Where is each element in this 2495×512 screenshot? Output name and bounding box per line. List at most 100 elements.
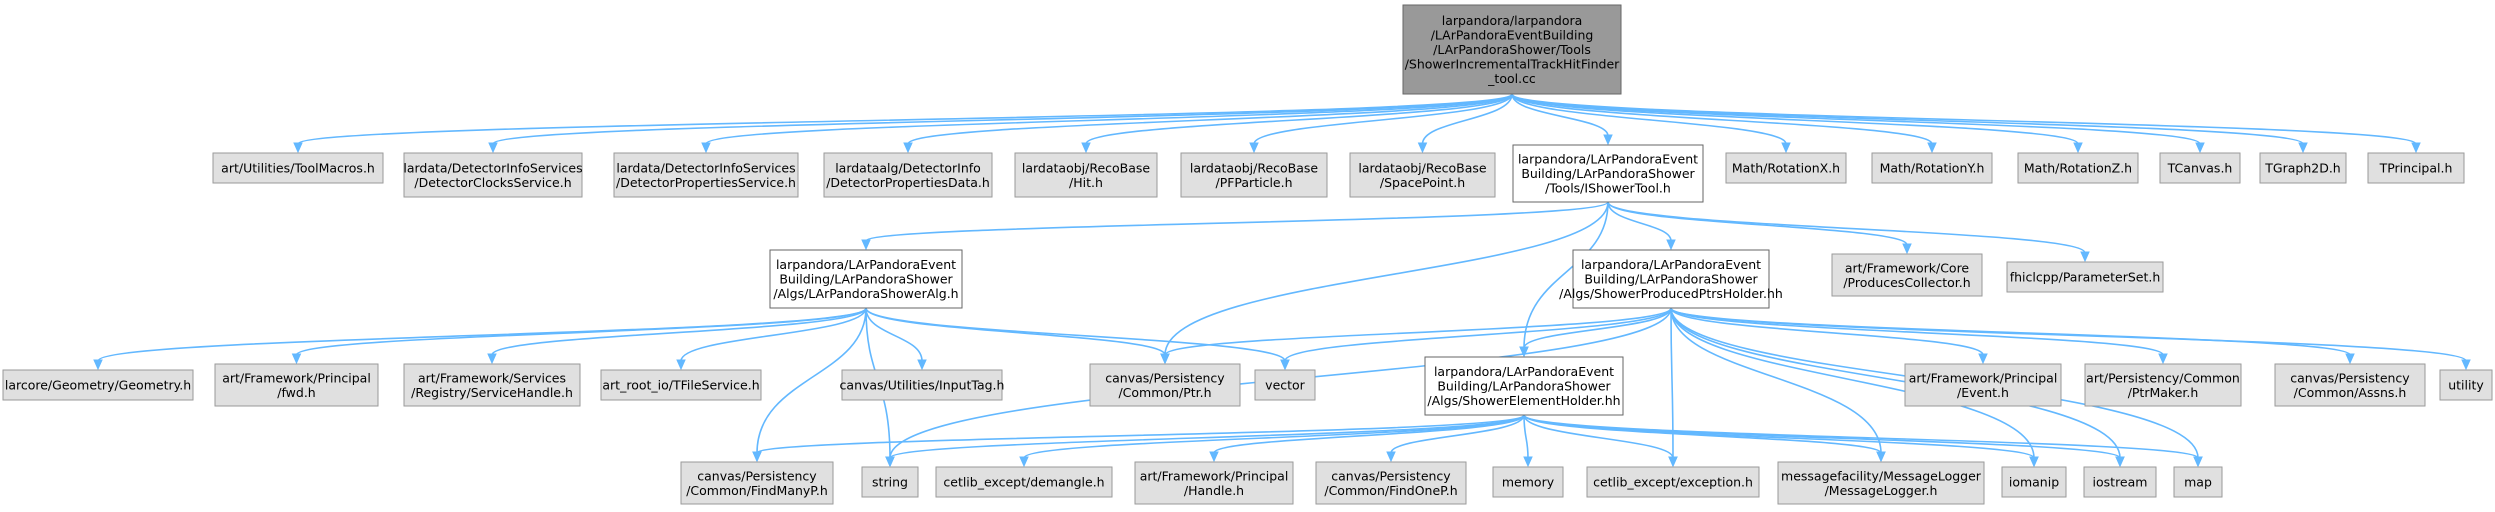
node-box [2, 369, 194, 401]
node-iostream[interactable]: iostream [2083, 466, 2157, 498]
node-vector[interactable]: vector [1254, 369, 1316, 401]
node-utility[interactable]: utility [2439, 369, 2493, 401]
node-label-line: /Algs/LArPandoraShowerAlg.h [773, 286, 958, 301]
node-label-line: /DetectorPropertiesService.h [616, 175, 796, 190]
edge-line [1523, 307, 1672, 349]
edge-n_ptrsholder-to-n_elementholder [1519, 307, 1672, 358]
node-label-line: art/Framework/Principal [222, 370, 371, 385]
edge-line [1670, 307, 2467, 362]
node-box [2274, 363, 2426, 407]
node-event[interactable]: art/Framework/Principal/Event.h [1904, 363, 2062, 407]
node-servicehandle[interactable]: art/Framework/Services/Registry/ServiceH… [403, 363, 581, 407]
arrowhead [2461, 359, 2471, 371]
edge-line [756, 414, 1525, 454]
node-label-line: Building/LArPandoraShower [1584, 272, 1758, 287]
edge-line [1213, 414, 1525, 454]
node-iomanip[interactable]: iomanip [2001, 466, 2067, 498]
node-roty[interactable]: Math/RotationY.h [1871, 152, 1993, 184]
node-label-line: art/Utilities/ToolMacros.h [221, 161, 375, 176]
edge-line [705, 93, 1513, 145]
node-box [1014, 152, 1158, 198]
edge-n_root-to-n_rotz [1511, 93, 2083, 154]
node-label-line: memory [1502, 475, 1555, 490]
node-producescollector[interactable]: art/Framework/Core/ProducesCollector.h [1831, 253, 1983, 297]
arrowhead [1978, 353, 1988, 365]
node-box [1315, 461, 1467, 505]
node-demangle[interactable]: cetlib_except/demangle.h [935, 466, 1113, 498]
node-inputtag[interactable]: canvas/Utilities/InputTag.h [840, 369, 1005, 401]
node-box [2006, 261, 2164, 293]
node-box [1777, 461, 1985, 505]
node-memory[interactable]: memory [1492, 466, 1564, 498]
node-label-line: Math/RotationY.h [1880, 161, 1985, 176]
node-label-line: /PtrMaker.h [2128, 385, 2199, 400]
node-findonep[interactable]: canvas/Persistency/Common/FindOneP.h [1315, 461, 1467, 505]
node-toolmacros[interactable]: art/Utilities/ToolMacros.h [212, 152, 384, 184]
edge-n_root-to-n_detprops [701, 93, 1513, 154]
node-label-line: lardata/DetectorInfoServices [616, 160, 795, 175]
node-label-line: /Tools/IShowerTool.h [1545, 181, 1671, 196]
edge-n_ptrsholder-to-n_ptrmaker [1670, 307, 2168, 365]
node-label-line: canvas/Persistency [2290, 370, 2410, 385]
node-map[interactable]: map [2173, 466, 2223, 498]
edge-line [1253, 93, 1513, 145]
node-messagelogger[interactable]: messagefacility/MessageLogger/MessageLog… [1777, 461, 1985, 505]
edge-line [1511, 93, 2417, 145]
arrowhead [2029, 456, 2039, 468]
edge-line [1670, 307, 1882, 454]
node-pfparticle[interactable]: lardataobj/RecoBase/PFParticle.h [1180, 152, 1328, 198]
node-geometry[interactable]: larcore/Geometry/Geometry.h [2, 369, 194, 401]
node-spacepoint[interactable]: lardataobj/RecoBase/SpacePoint.h [1349, 152, 1496, 198]
node-label-line: art/Framework/Principal [1140, 468, 1289, 483]
node-detpropsdata[interactable]: lardataalg/DetectorInfo/DetectorProperti… [823, 152, 993, 198]
edge-line [865, 307, 1286, 362]
node-string[interactable]: string [861, 466, 919, 498]
node-ptr[interactable]: canvas/Persistency/Common/Ptr.h [1089, 363, 1241, 407]
edge-line [297, 93, 1513, 145]
node-ishowertool[interactable]: larpandora/LArPandoraEventBuilding/LArPa… [1512, 144, 1704, 203]
edge-line [1607, 201, 1672, 242]
node-showeralg[interactable]: larpandora/LArPandoraEventBuilding/LArPa… [769, 249, 963, 309]
node-rotz[interactable]: Math/RotationZ.h [2017, 152, 2139, 184]
node-rotx[interactable]: Math/RotationX.h [1725, 152, 1847, 184]
node-label-line: canvas/Persistency [697, 468, 817, 483]
node-root[interactable]: larpandora/larpandora/LArPandoraEventBui… [1402, 4, 1622, 95]
node-label-line: /fwd.h [277, 385, 315, 400]
node-tgraph2d[interactable]: TGraph2D.h [2259, 152, 2347, 184]
node-fwd[interactable]: art/Framework/Principal/fwd.h [214, 363, 379, 407]
node-label-line: lardata/DetectorInfoServices [403, 160, 582, 175]
node-detprops[interactable]: lardata/DetectorInfoServices/DetectorPro… [613, 152, 799, 198]
edge-line [1421, 93, 1513, 145]
node-ptrsholder[interactable]: larpandora/LArPandoraEventBuilding/LArPa… [1559, 249, 1783, 309]
node-tcanvas[interactable]: TCanvas.h [2159, 152, 2241, 184]
node-label-line: larpandora/LArPandoraEvent [1434, 364, 1614, 379]
node-handle[interactable]: art/Framework/Principal/Handle.h [1134, 461, 1294, 505]
node-box [861, 466, 919, 498]
node-elementholder[interactable]: larpandora/LArPandoraEventBuilding/LArPa… [1424, 356, 1624, 416]
node-label-line: _tool.cc [1487, 71, 1536, 86]
node-label-line: /Algs/ShowerElementHolder.hh [1427, 393, 1620, 408]
node-exception[interactable]: cetlib_except/exception.h [1586, 466, 1760, 498]
node-tprincipal[interactable]: TPrincipal.h [2367, 152, 2465, 184]
node-hit[interactable]: lardataobj/RecoBase/Hit.h [1014, 152, 1158, 198]
node-detclocks[interactable]: lardata/DetectorInfoServices/DetectorClo… [403, 152, 583, 198]
edge-n_ptrsholder-to-n_event [1670, 307, 1988, 365]
arrowhead [885, 456, 895, 468]
node-findmanyp[interactable]: canvas/Persistency/Common/FindManyP.h [680, 461, 834, 505]
edge-n_ptrsholder-to-n_vector [1280, 307, 1672, 371]
edge-line [1511, 93, 1609, 137]
arrowhead [2115, 456, 2125, 468]
arrowhead [917, 359, 927, 371]
node-box [2173, 466, 2223, 498]
node-box [1904, 363, 2062, 407]
edge-line [1511, 93, 1933, 145]
node-label-line: cetlib_except/exception.h [1593, 475, 1753, 490]
arrowhead [752, 451, 762, 463]
node-ptrmaker[interactable]: art/Persistency/Common/PtrMaker.h [2084, 363, 2242, 407]
node-box [1134, 461, 1294, 505]
node-tfileservice[interactable]: art_root_io/TFileService.h [600, 369, 762, 401]
node-label-line: messagefacility/MessageLogger [1781, 468, 1982, 483]
node-assns[interactable]: canvas/Persistency/Common/Assns.h [2274, 363, 2426, 407]
node-parameterset[interactable]: fhiclcpp/ParameterSet.h [2006, 261, 2164, 293]
node-box [1871, 152, 1993, 184]
